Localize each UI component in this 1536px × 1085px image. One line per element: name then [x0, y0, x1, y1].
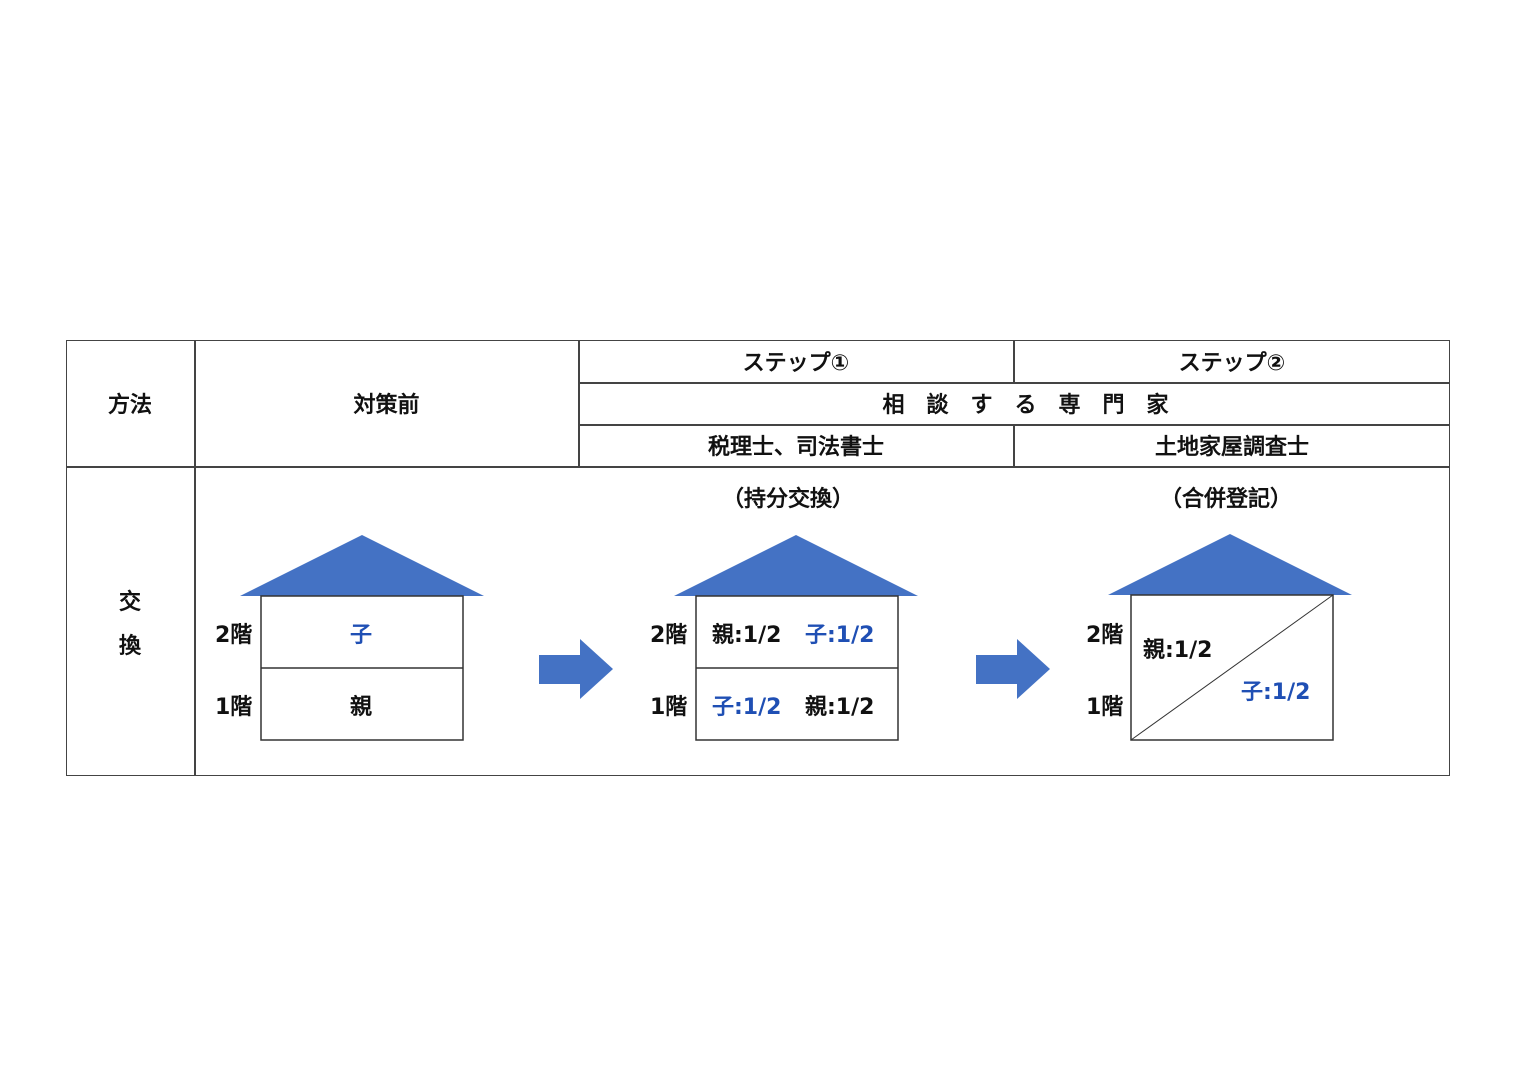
- divider-step-columns-top: [1013, 340, 1015, 382]
- roof-before: [240, 535, 484, 596]
- divider-header-body: [66, 466, 1450, 468]
- before-floor2-owner: 子: [350, 623, 373, 648]
- divider-before-column: [578, 340, 580, 466]
- header-step2-expert: 土地家屋調査士: [1154, 435, 1309, 460]
- arrow-before-to-step1: [539, 639, 613, 699]
- divider-step-columns-bottom: [1013, 424, 1015, 466]
- step2-floor1-label: 1階: [1086, 695, 1124, 720]
- step2-floor2-label: 2階: [1086, 623, 1124, 648]
- step2-caption: （合併登記）: [1160, 487, 1293, 512]
- before-floor1-label: 1階: [215, 695, 253, 720]
- header-expert: 相談する専門家: [882, 393, 1191, 418]
- before-floor1-owner: 親: [350, 695, 373, 720]
- step1-floor1-label: 1階: [650, 695, 688, 720]
- header-method: 方法: [107, 393, 152, 418]
- header-step2: ステップ②: [1178, 351, 1286, 376]
- house-step2-diagonal: [1130, 594, 1334, 741]
- divider-header-row-2: [578, 424, 1450, 426]
- header-step1: ステップ①: [742, 351, 850, 376]
- roof-step1: [674, 535, 918, 596]
- row-method-char-2: 換: [118, 633, 141, 659]
- header-before: 対策前: [353, 393, 420, 418]
- step2-child-share: 子:1/2: [1241, 680, 1311, 705]
- divider-header-row-1: [578, 382, 1450, 384]
- divider-method-column: [194, 340, 196, 776]
- step2-parent-share: 親:1/2: [1143, 638, 1213, 663]
- before-floor2-label: 2階: [215, 623, 253, 648]
- step1-floor2-label: 2階: [650, 623, 688, 648]
- comparison-table: [66, 340, 1450, 776]
- row-method-char-1: 交: [118, 589, 141, 615]
- step1-floor2-child-share: 子:1/2: [805, 623, 875, 648]
- roof-step2: [1108, 534, 1352, 595]
- arrow-step1-to-step2: [976, 639, 1050, 699]
- step1-caption: （持分交換）: [722, 487, 855, 512]
- step1-floor1-child-share: 子:1/2: [712, 695, 782, 720]
- step1-floor1-parent-share: 親:1/2: [805, 695, 875, 720]
- row-method: 交 換: [66, 467, 194, 776]
- step1-floor2-parent-share: 親:1/2: [712, 623, 782, 648]
- header-step1-expert: 税理士、司法書士: [707, 435, 884, 460]
